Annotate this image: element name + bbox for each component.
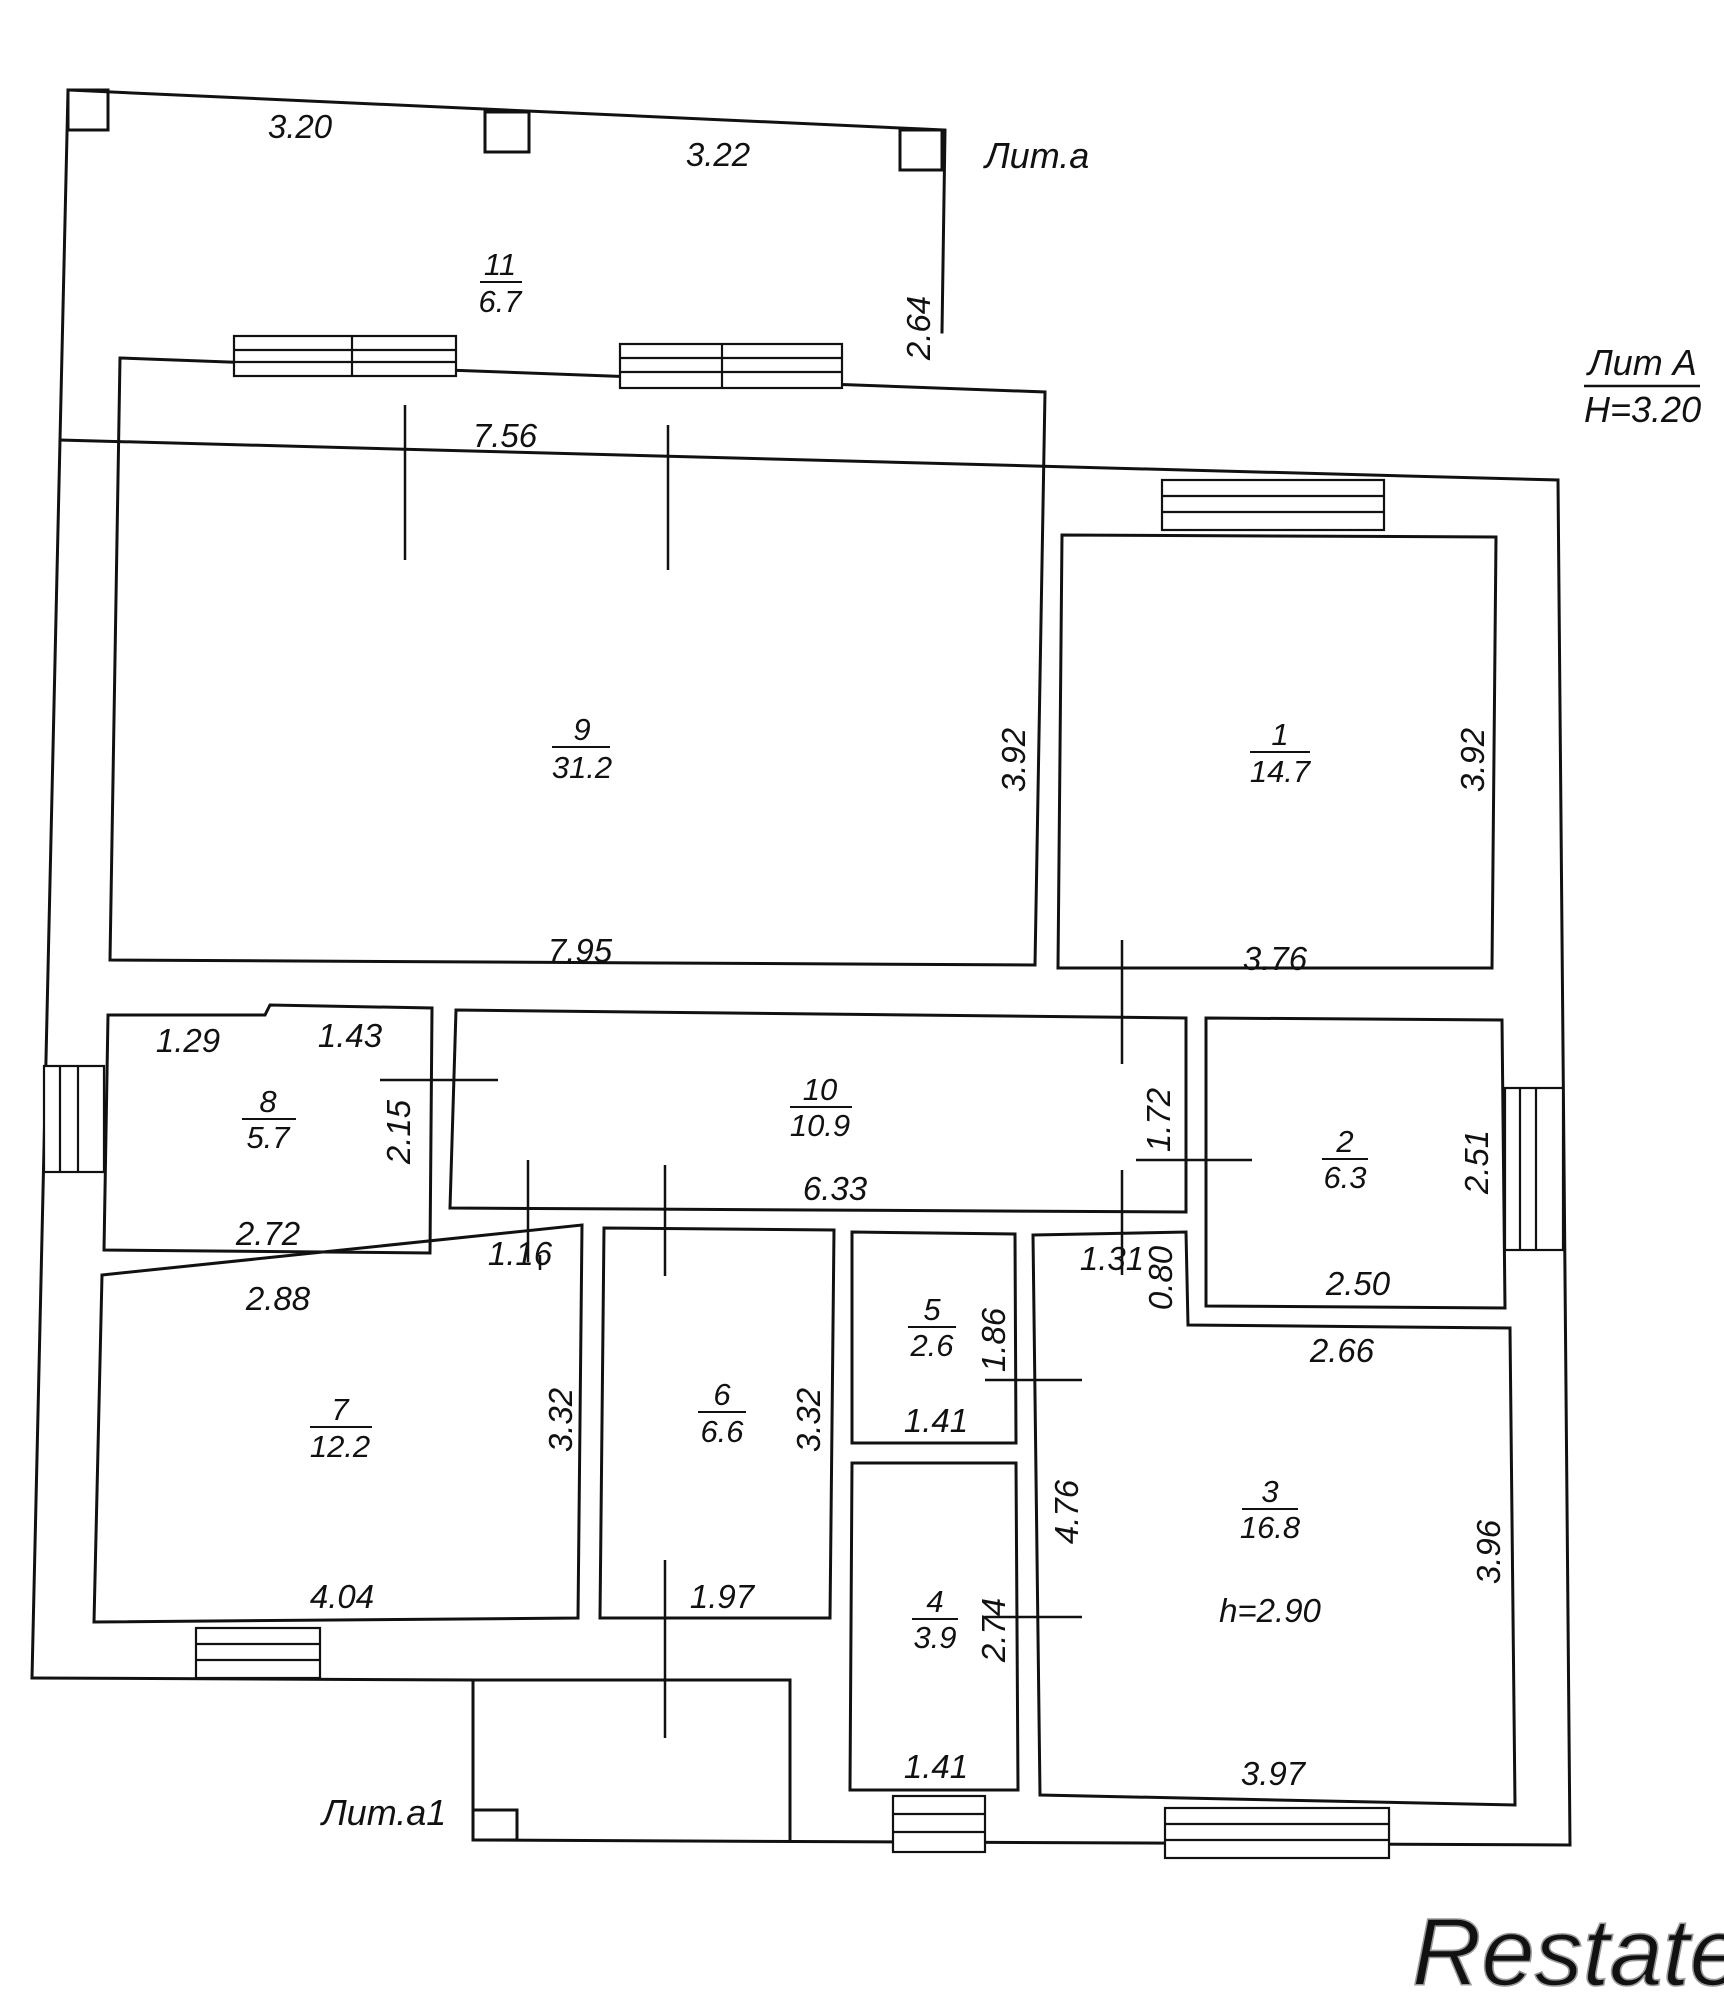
dim-label: 2.88: [245, 1280, 311, 1317]
room-area: 16.8: [1240, 1510, 1301, 1545]
dim-label: 2.15: [380, 1099, 417, 1165]
room-number: 4: [926, 1584, 943, 1619]
dim-label: 3.97: [1241, 1755, 1307, 1792]
room-5-label: 5 2.6: [908, 1292, 956, 1363]
room-number: 10: [803, 1072, 837, 1107]
label-lit-a-small: Лит.а: [983, 135, 1089, 176]
annex-lit-a: [58, 88, 947, 442]
room-3-outline: [1031, 1230, 1517, 1807]
dim-label: 3.92: [995, 728, 1032, 792]
room-area: 10.9: [790, 1108, 850, 1143]
dim-label: 3.32: [790, 1388, 827, 1452]
room-10-label: 10 10.9: [790, 1072, 852, 1143]
dimensions-horizontal: 3.20 3.22 7.56 7.95 3.76 1.29 1.43 2.72 …: [156, 108, 1391, 1792]
room-9-label: 9 31.2: [552, 712, 612, 785]
room-area: 2.6: [909, 1328, 954, 1363]
dim-label: 1.29: [156, 1022, 220, 1059]
room-9-outline: [108, 356, 1047, 967]
dim-label: 7.95: [548, 932, 613, 969]
room-number: 7: [331, 1392, 350, 1427]
label-height-A: Н=3.20: [1584, 389, 1701, 430]
window: [1163, 1806, 1391, 1860]
dim-label: 2.74: [975, 1598, 1012, 1663]
room-number: 5: [923, 1292, 941, 1327]
room-4-label: 4 3.9: [912, 1584, 958, 1655]
dim-label: 2.72: [235, 1215, 300, 1252]
dim-label: 2.64: [900, 296, 937, 361]
dim-label: 1.41: [904, 1748, 968, 1785]
room-8-outline: [102, 1003, 434, 1255]
room-6-label: 6 6.6: [698, 1377, 746, 1449]
room-number: 1: [1271, 717, 1288, 752]
dim-label: 1.31: [1080, 1240, 1144, 1277]
dim-label: 4.04: [310, 1578, 374, 1615]
room-1-label: 1 14.7: [1250, 717, 1312, 789]
room-labels: 11 6.7 9 31.2 1 14.7 8 5.7 10 10.9 2 6.3: [242, 247, 1368, 1655]
room-number: 9: [573, 712, 590, 747]
watermark-logo: Restate: [1412, 1899, 1724, 2000]
dim-label: 1.72: [1140, 1088, 1177, 1152]
label-lit-A: Лит А: [1586, 342, 1697, 383]
dim-label: 2.50: [1325, 1265, 1391, 1302]
dim-label: 1.86: [975, 1307, 1012, 1372]
windows: [42, 334, 1565, 1860]
room-area: 5.7: [246, 1120, 291, 1155]
room-2-outline: [1204, 1016, 1507, 1310]
window: [618, 342, 844, 390]
window: [42, 1064, 106, 1174]
dim-label: 3.20: [268, 108, 333, 145]
room-area: 6.6: [700, 1414, 744, 1449]
room-area: 14.7: [1250, 754, 1312, 789]
window: [194, 1626, 322, 1680]
room-area: 31.2: [552, 750, 612, 785]
dim-label: 2.66: [1309, 1332, 1375, 1369]
window: [1503, 1086, 1565, 1252]
room-area: 3.9: [913, 1620, 956, 1655]
dim-label: 6.33: [803, 1170, 868, 1207]
room-area: 6.3: [1323, 1160, 1366, 1195]
window: [232, 334, 458, 378]
dim-label: 3.96: [1470, 1519, 1507, 1584]
dim-label: 2.51: [1458, 1130, 1495, 1195]
room-number: 11: [484, 247, 516, 282]
window: [1160, 478, 1386, 532]
room-height-note: h=2.90: [1219, 1592, 1321, 1629]
label-lit-a1: Лит.а1: [320, 1792, 446, 1833]
dim-label: 4.76: [1048, 1479, 1085, 1544]
dim-label: 0.80: [1142, 1245, 1179, 1310]
room-10-outline: [448, 1008, 1188, 1214]
dim-label: 7.56: [473, 417, 538, 454]
room-number: 2: [1335, 1124, 1353, 1159]
room-4-outline: [848, 1461, 1020, 1792]
dim-label: 1.43: [318, 1017, 383, 1054]
room-number: 3: [1261, 1474, 1278, 1509]
room-8-label: 8 5.7: [242, 1084, 296, 1155]
room-2-label: 2 6.3: [1322, 1124, 1368, 1195]
room-11-label: 11 6.7: [478, 247, 523, 319]
room-7-outline: [92, 1223, 584, 1624]
building-labels: Лит.а Лит А Н=3.20 Лит.а1: [320, 135, 1701, 1833]
room-7-label: 7 12.2: [310, 1392, 372, 1464]
room-number: 6: [713, 1377, 731, 1412]
room-1-outline: [1056, 533, 1498, 970]
room-number: 8: [259, 1084, 277, 1119]
doors: [380, 405, 1252, 1738]
window: [891, 1794, 987, 1854]
room-area: 12.2: [310, 1429, 370, 1464]
dim-label: 1.97: [690, 1578, 756, 1615]
room-6-outline: [598, 1226, 836, 1620]
dim-label: 1.41: [904, 1402, 968, 1439]
dim-label: 1.16: [488, 1235, 553, 1272]
dim-label: 3.92: [1454, 728, 1491, 792]
dim-label: 3.22: [686, 136, 750, 173]
dim-label: 3.76: [1243, 940, 1308, 977]
dim-label: 3.32: [542, 1388, 579, 1452]
room-5-outline: [850, 1230, 1018, 1445]
room-area: 6.7: [478, 284, 523, 319]
room-3-label: 3 16.8 h=2.90: [1219, 1474, 1321, 1629]
dimensions-vertical: 2.64 3.92 3.92 2.15 1.72 2.51 3.32 3.32 …: [380, 296, 1507, 1663]
